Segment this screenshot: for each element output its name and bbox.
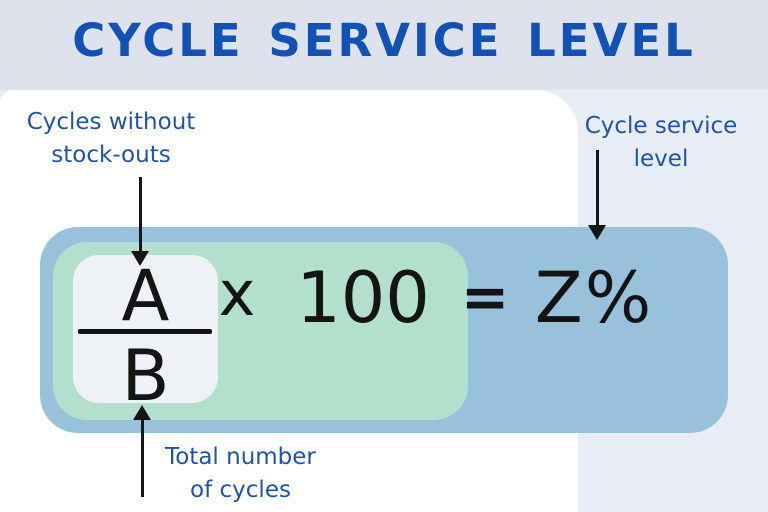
top-band: [0, 0, 768, 90]
label-line: level: [633, 146, 689, 172]
equals-sign: =: [460, 263, 510, 331]
label-cycles-without-stockouts: Cycles without stock-outs: [13, 106, 209, 172]
multiplier-value: 100: [296, 257, 430, 339]
fraction-denominator: B: [121, 335, 170, 417]
multiply-operator: x: [218, 257, 256, 330]
label-total-number-of-cycles: Total number of cycles: [148, 441, 333, 507]
label-line: Cycles without: [26, 109, 196, 135]
fraction-bar: [78, 329, 212, 334]
label-line: Total number: [165, 444, 316, 470]
fraction-numerator: A: [121, 255, 170, 337]
arrow-down-numerator-icon: [139, 177, 142, 253]
label-line: of cycles: [190, 477, 291, 503]
label-cycle-service-level: Cycle service level: [580, 110, 742, 176]
arrow-down-result-icon: [596, 150, 599, 227]
arrow-up-denominator-icon: [141, 419, 144, 497]
arrow-down-numerator-head-icon: [131, 251, 149, 266]
label-line: stock-outs: [51, 142, 171, 168]
label-line: Cycle service: [584, 113, 738, 139]
arrow-down-result-head-icon: [588, 225, 606, 240]
arrow-up-denominator-head-icon: [133, 405, 151, 420]
page-title: CYCLE SERVICE LEVEL: [72, 14, 696, 67]
result-value: Z%: [534, 257, 654, 339]
